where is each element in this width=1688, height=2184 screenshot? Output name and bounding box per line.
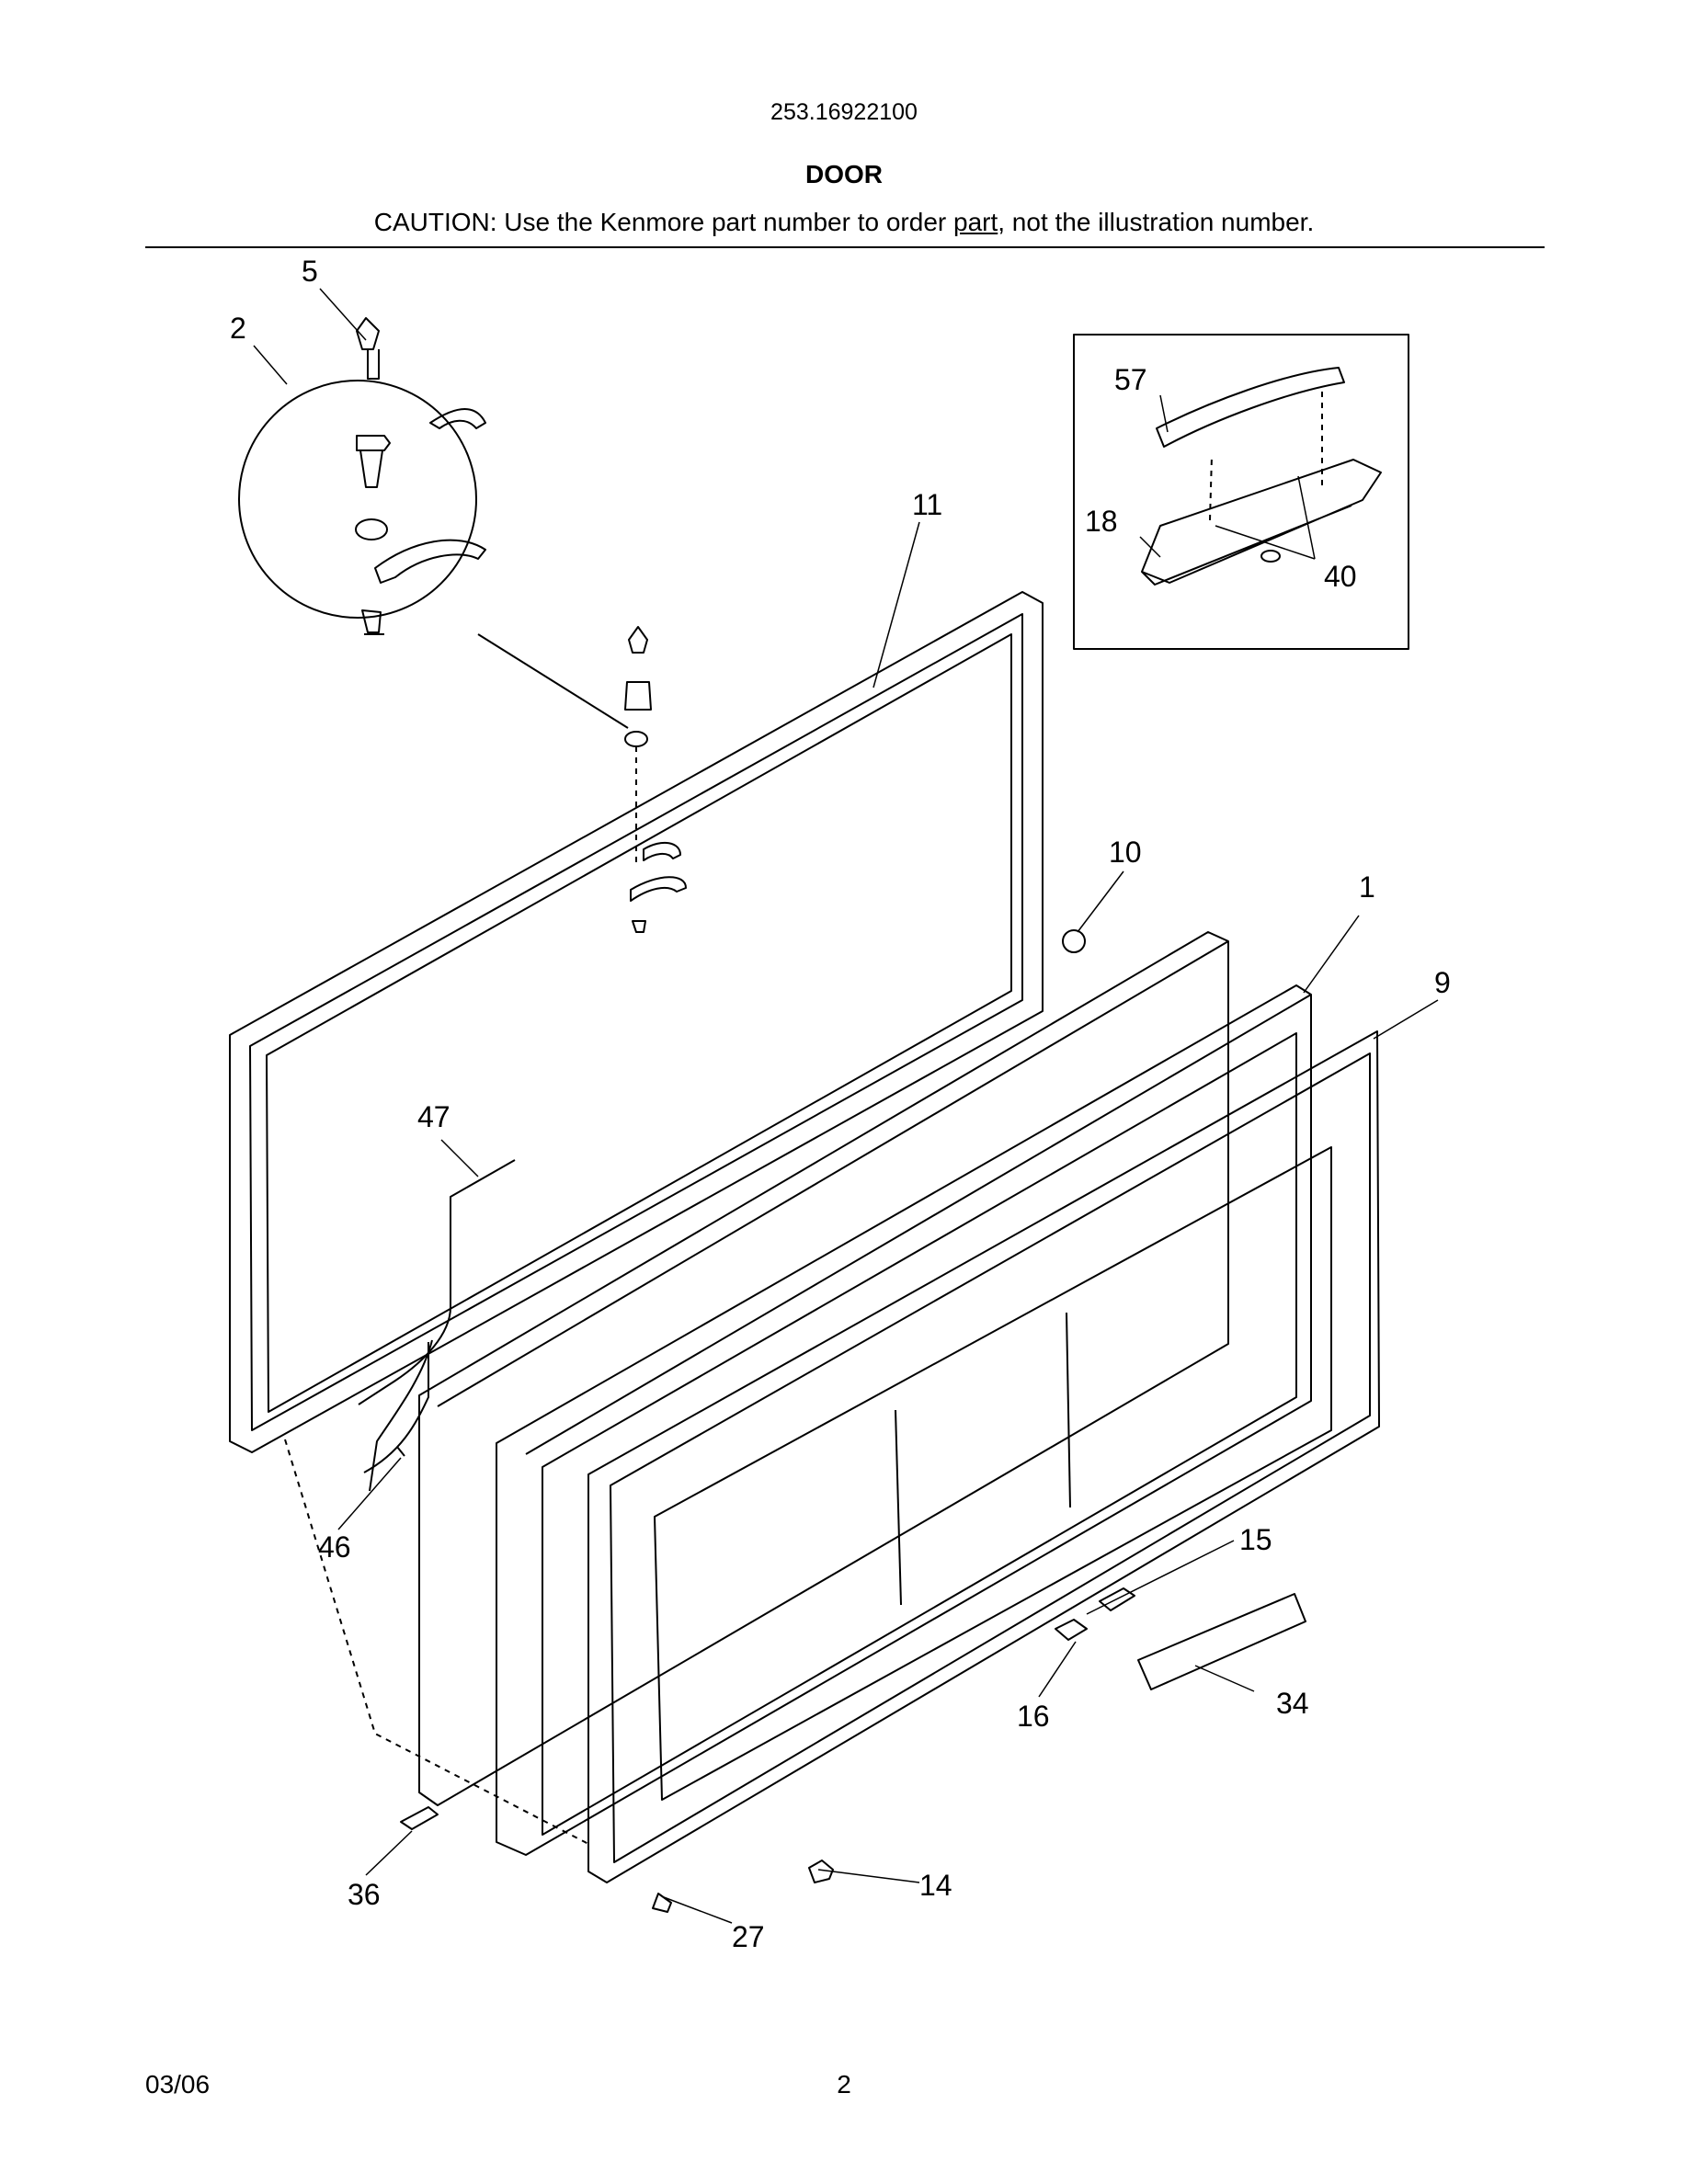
part-47-wire [358,1159,516,1473]
page-number: 2 [837,2070,851,2099]
part-34-grille [1137,1593,1306,1690]
caution-text-end: , not the illustration number. [998,208,1315,236]
part-15-16-assembly [1055,1587,1135,1641]
callout-1: 1 [1359,870,1375,904]
callout-14: 14 [919,1869,952,1902]
center-lock-parts [624,626,687,933]
leader-lines [253,288,1439,1924]
callout-2: 2 [230,312,246,345]
callout-40: 40 [1324,560,1357,593]
callout-15: 15 [1239,1523,1272,1556]
callout-10: 10 [1109,836,1142,869]
callout-18: 18 [1085,505,1118,538]
part-36-clip [400,1806,439,1830]
insulation-board [418,931,1229,1806]
part-46-tube [369,1339,433,1492]
callout-34: 34 [1276,1687,1309,1720]
lock-detail-circle [238,317,629,729]
assembly-guide-lines [284,1439,589,1845]
callout-36: 36 [348,1878,381,1911]
header-divider [145,246,1545,248]
callout-9: 9 [1434,966,1451,999]
callout-46: 46 [318,1530,351,1564]
door-frame [496,984,1312,1856]
callout-47: 47 [417,1100,451,1133]
callout-11: 11 [912,488,942,521]
part-14-bracket [808,1860,834,1883]
callout-57: 57 [1114,363,1147,396]
caution-text-start: CAUTION: Use the Kenmore part number to … [373,208,953,236]
handle-inset [1073,334,1409,650]
callout-16: 16 [1017,1700,1050,1733]
caution-note: CAUTION: Use the Kenmore part number to … [0,208,1688,237]
door-outer-panel [587,1030,1380,1883]
section-title: DOOR [805,160,883,188]
model-number: 253.16922100 [770,99,918,125]
caution-underlined-word: part [953,208,998,236]
revision-date: 03/06 [145,2070,211,2099]
callout-5: 5 [302,255,318,288]
part-27-screw [652,1893,672,1913]
callout-27: 27 [732,1920,765,1953]
part-10-bumper [1062,929,1086,953]
door-liner-frame [229,591,1044,1453]
